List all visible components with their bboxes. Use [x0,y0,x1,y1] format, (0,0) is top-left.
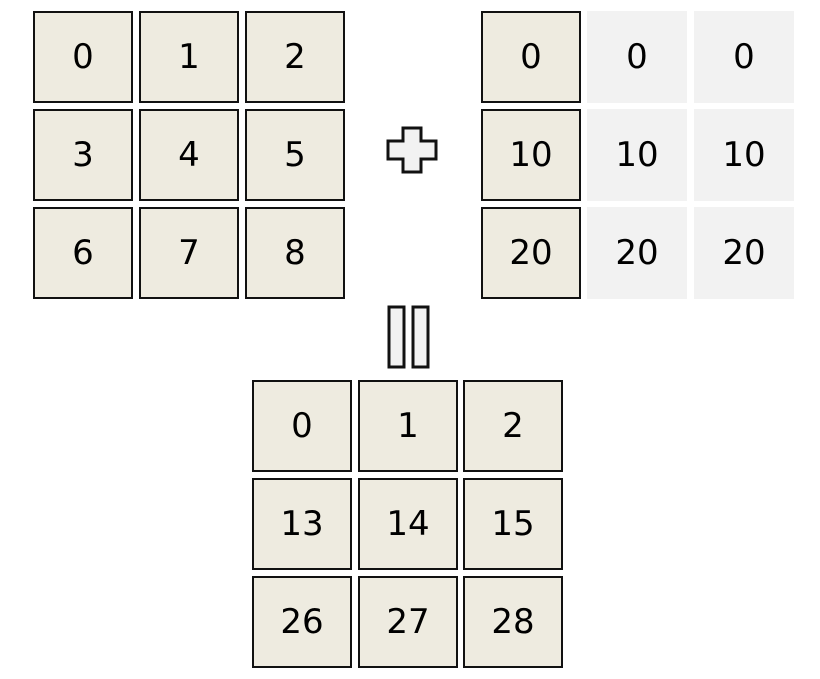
matrix-result-cell-r1-c0: 13 [252,478,352,570]
matrix-b-cell-r1-c1: 10 [587,109,687,201]
matrix-result-cell-r2-c2: 28 [463,576,563,668]
matrix-result-cell-r1-c1: 14 [358,478,458,570]
matrix-result-cell-r2-c1: 27 [358,576,458,668]
plus-icon [386,126,438,174]
matrix-a-cell-r1-c0: 3 [33,109,133,201]
matrix-a-cell-r0-c2: 2 [245,11,345,103]
matrix-b-cell-r2-c2: 20 [694,207,794,299]
matrix-a-cell-r2-c0: 6 [33,207,133,299]
matrix-b-cell-r0-c2: 0 [694,11,794,103]
matrix-b-cell-r1-c2: 10 [694,109,794,201]
matrix-result-cell-r2-c0: 26 [252,576,352,668]
matrix-a-cell-r1-c1: 4 [139,109,239,201]
matrix-a-cell-r1-c2: 5 [245,109,345,201]
matrix-b-cell-r0-c0: 0 [481,11,581,103]
matrix-b-cell-r2-c1: 20 [587,207,687,299]
matrix-a-cell-r2-c1: 7 [139,207,239,299]
matrix-result-cell-r0-c2: 2 [463,380,563,472]
matrix-b-cell-r2-c0: 20 [481,207,581,299]
matrix-a-cell-r0-c0: 0 [33,11,133,103]
matrix-result-cell-r1-c2: 15 [463,478,563,570]
matrix-result-cell-r0-c0: 0 [252,380,352,472]
matrix-a-cell-r0-c1: 1 [139,11,239,103]
matrix-b-cell-r1-c0: 10 [481,109,581,201]
matrix-result-cell-r0-c1: 1 [358,380,458,472]
equals-icon [387,305,430,369]
matrix-a-cell-r2-c2: 8 [245,207,345,299]
matrix-b-cell-r0-c1: 0 [587,11,687,103]
